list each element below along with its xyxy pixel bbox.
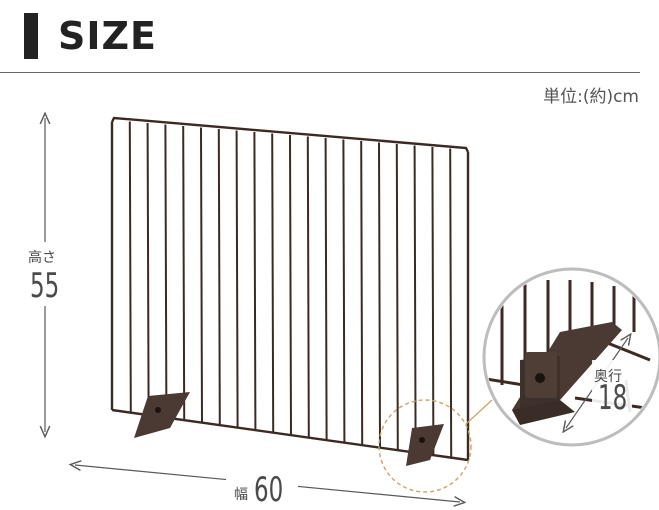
- fence-bar: [306, 136, 310, 438]
- left-foot: [134, 392, 190, 438]
- fence-bar: [431, 146, 435, 456]
- height-label: 高さ: [28, 250, 56, 266]
- width-label: 幅: [234, 487, 248, 503]
- fence-bar: [182, 125, 186, 421]
- fence-bar: [200, 127, 203, 423]
- unit-note: 単位:(約)cm: [543, 87, 639, 107]
- title-accent-bar: [24, 13, 38, 59]
- fence-bar: [164, 124, 168, 418]
- fence-bar: [271, 133, 275, 433]
- fence-bar: [395, 143, 399, 451]
- header-divider: [0, 72, 640, 73]
- fence-bar: [128, 121, 132, 413]
- fence-vertical-bars: [128, 121, 453, 458]
- fence-bar: [413, 145, 417, 453]
- fence-bar: [449, 148, 453, 458]
- page-title: SIZE: [58, 14, 158, 58]
- width-value: 60: [254, 470, 284, 510]
- height-value: 55: [30, 266, 60, 306]
- fence-bar: [378, 142, 381, 448]
- fence-bar: [342, 139, 346, 443]
- depth-value: 18: [598, 378, 628, 418]
- fence-bar: [217, 128, 221, 426]
- fence-bar: [360, 140, 364, 446]
- fence-bar: [289, 134, 292, 436]
- depth-label: 奥行: [594, 369, 622, 385]
- fence-bar: [253, 131, 257, 431]
- right-foot: [406, 424, 444, 466]
- fence-bar: [235, 130, 239, 428]
- detail-connector-line: [465, 399, 493, 425]
- detail-highlight-circle: [378, 399, 472, 493]
- fence-bar: [324, 137, 328, 441]
- fence-bar: [146, 122, 150, 416]
- detail-zoom-view: [482, 267, 659, 447]
